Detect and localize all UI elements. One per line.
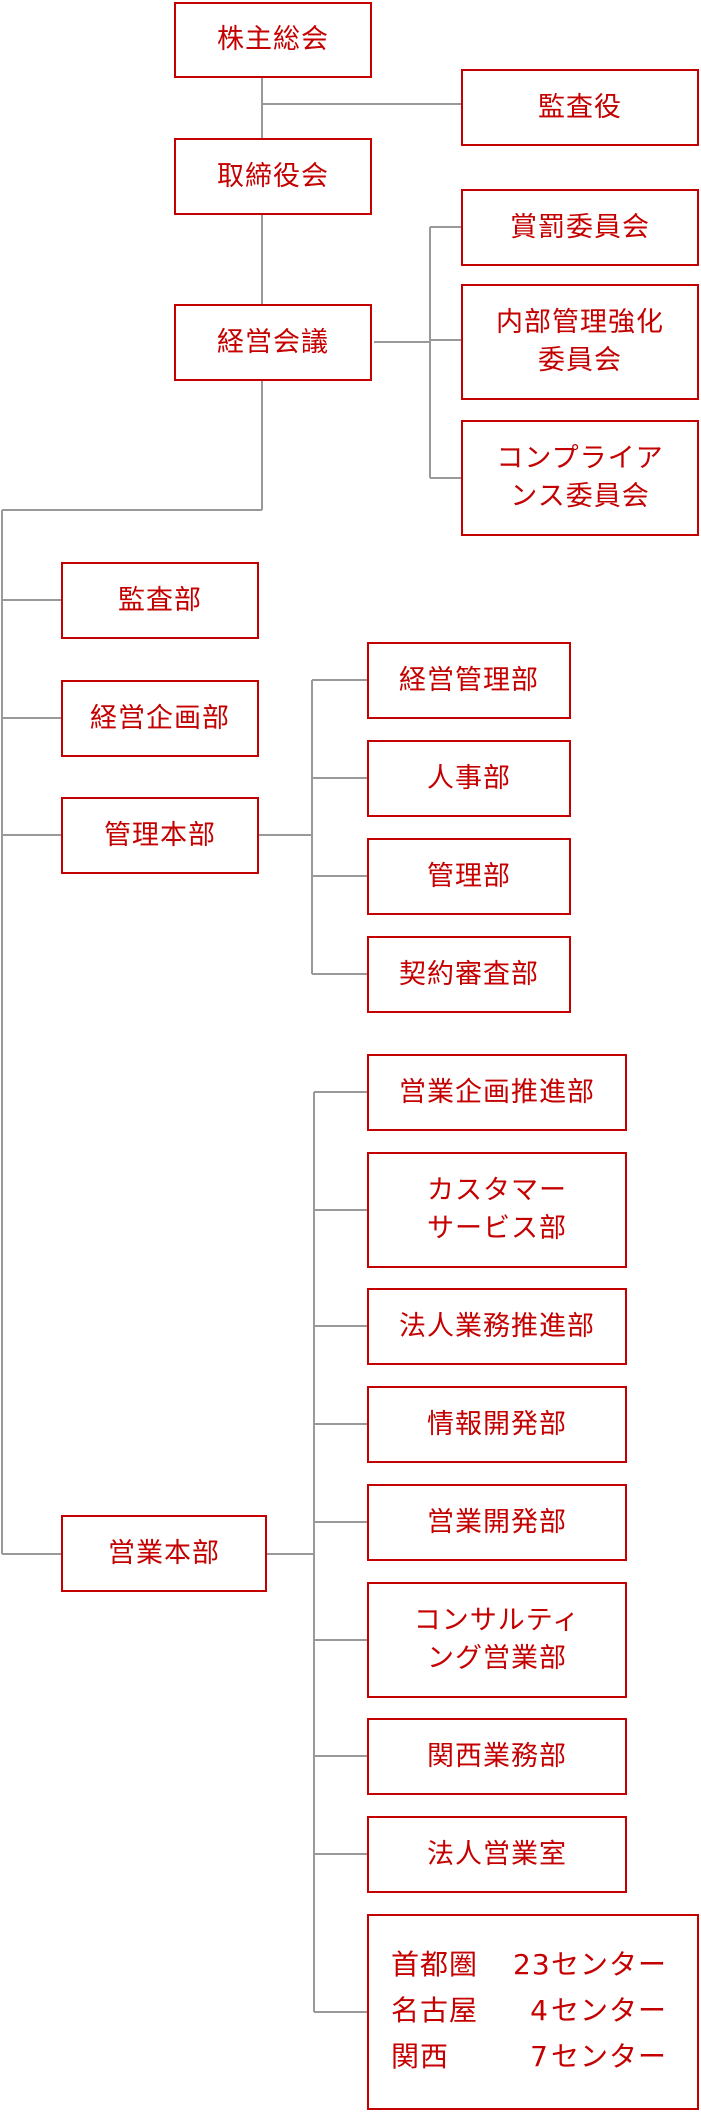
center-row: 首都圏 23 センター: [391, 1942, 697, 1988]
shareholders-box: 株主総会: [174, 2, 372, 78]
planning-dept-box: 経営企画部: [61, 680, 259, 757]
center-count: 7: [530, 2040, 549, 2073]
sales-dept-box: 情報開発部: [367, 1386, 627, 1463]
admin-dept-box: 経営管理部: [367, 642, 571, 719]
management-meeting-box: 経営会議: [174, 304, 372, 381]
center-suffix: センター: [551, 1994, 668, 2027]
sales-hq-box: 営業本部: [61, 1515, 267, 1592]
auditor-box: 監査役: [461, 69, 699, 146]
sales-dept-box: 法人営業室: [367, 1816, 627, 1893]
admin-dept-box: 管理部: [367, 838, 571, 915]
sales-dept-box: 営業開発部: [367, 1484, 627, 1561]
center-name: 首都圏: [391, 1948, 479, 1981]
sales-dept-box: 営業企画推進部: [367, 1054, 627, 1131]
committee-box: コンプライア ンス委員会: [461, 420, 699, 536]
sales-dept-box: コンサルティ ング営業部: [367, 1582, 627, 1698]
admin-hq-box: 管理本部: [61, 797, 259, 874]
board-box: 取締役会: [174, 138, 372, 215]
center-name: 名古屋: [391, 1994, 479, 2027]
admin-dept-box: 契約審査部: [367, 936, 571, 1013]
sales-dept-box: カスタマー サービス部: [367, 1152, 627, 1268]
admin-dept-box: 人事部: [367, 740, 571, 817]
center-suffix: センター: [551, 1948, 668, 1981]
center-suffix: センター: [551, 2040, 668, 2073]
center-count: 4: [530, 1994, 549, 2027]
committee-box: 内部管理強化 委員会: [461, 284, 699, 400]
audit-dept-box: 監査部: [61, 562, 259, 639]
centers-box: 首都圏 23 センター 名古屋 4 センター 関西 7 センター: [367, 1914, 699, 2110]
committee-box: 賞罰委員会: [461, 189, 699, 266]
sales-dept-box: 関西業務部: [367, 1718, 627, 1795]
sales-dept-box: 法人業務推進部: [367, 1288, 627, 1365]
center-row: 名古屋 4 センター: [391, 1988, 697, 2034]
center-name: 関西: [391, 2040, 450, 2073]
center-row: 関西 7 センター: [391, 2034, 697, 2080]
center-count: 23: [513, 1948, 551, 1981]
